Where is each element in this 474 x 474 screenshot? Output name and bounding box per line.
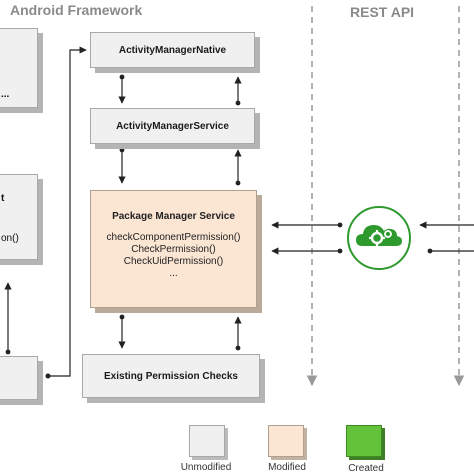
legend-label-modified: Modified <box>268 462 306 473</box>
pms-title: Package Manager Service <box>112 211 235 222</box>
activity-manager-service-box: ActivityManagerService <box>90 108 255 144</box>
left-partial-dots: ... <box>1 89 10 100</box>
legend-swatch-created <box>346 425 382 457</box>
connector-left-bracket <box>48 46 87 377</box>
cloud-gear-icon <box>346 205 412 271</box>
android-framework-title: Android Framework <box>10 2 143 18</box>
left-partial-box-bottom <box>0 356 38 400</box>
package-manager-service-box: Package Manager Service checkComponentPe… <box>90 190 257 308</box>
left-partial-on: on() <box>1 233 19 244</box>
left-partial-box-top: ... <box>0 28 38 108</box>
left-partial-t: t <box>1 193 5 204</box>
left-partial-box-middle: t on() <box>0 174 38 260</box>
existing-permission-checks-box: Existing Permission Checks <box>82 354 260 398</box>
rest-api-title: REST API <box>350 4 415 20</box>
legend-swatch-modified <box>268 425 304 457</box>
pms-method-check-uid-permission: CheckUidPermission() <box>123 256 224 267</box>
existing-permission-checks-label: Existing Permission Checks <box>104 370 238 382</box>
pms-method-check-component-permission: checkComponentPermission() <box>106 232 241 243</box>
activity-manager-native-label: ActivityManagerNative <box>118 44 227 56</box>
legend-swatch-unmodified <box>189 425 225 457</box>
pms-method-ellipsis: ... <box>169 268 178 279</box>
legend-label-created: Created <box>348 463 384 474</box>
legend-label-unmodified: Unmodified <box>180 462 232 473</box>
activity-manager-native-box: ActivityManagerNative <box>90 32 255 68</box>
pms-method-check-permission: CheckPermission() <box>131 244 216 255</box>
activity-manager-service-label: ActivityManagerService <box>116 120 229 132</box>
